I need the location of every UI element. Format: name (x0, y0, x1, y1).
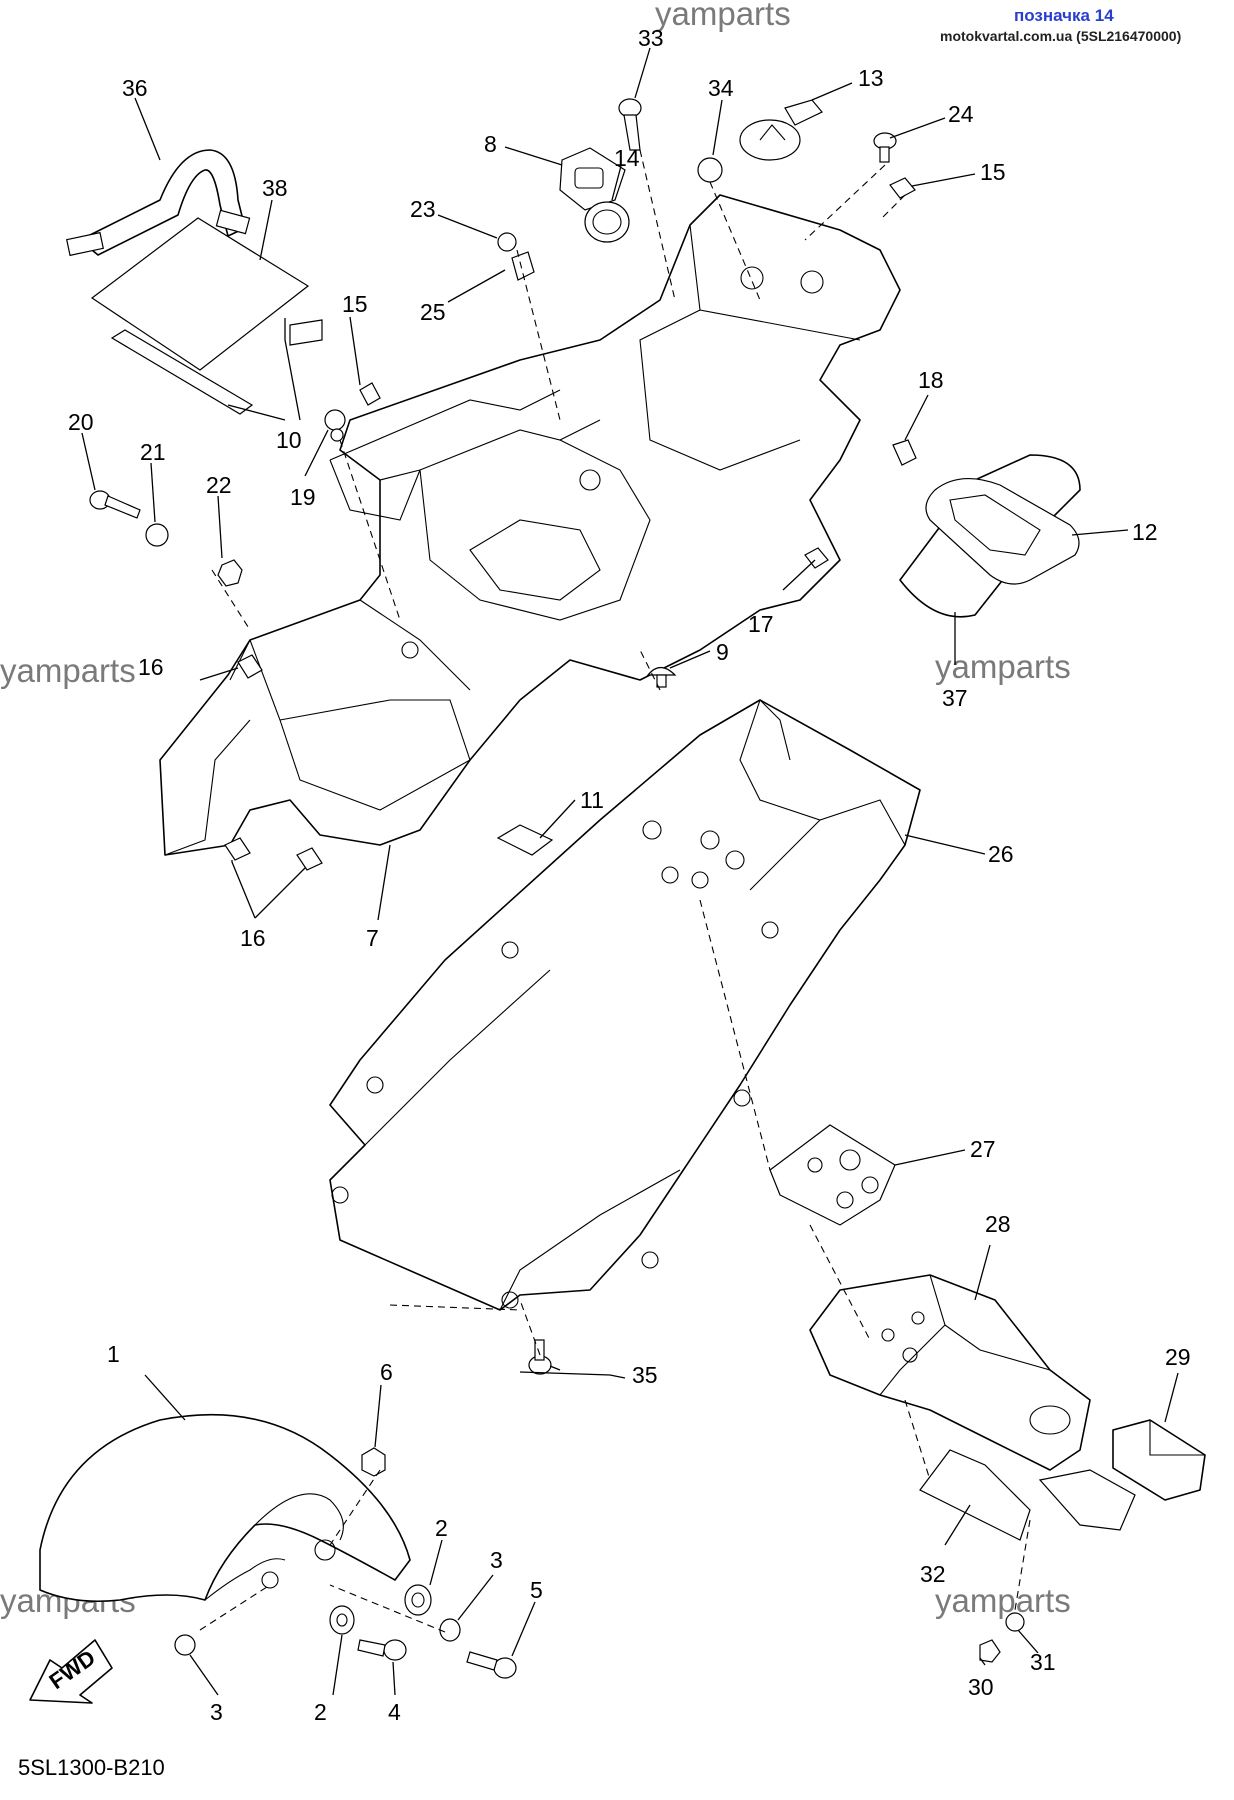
callout-19: 19 (290, 484, 316, 510)
leader-lines (81, 47, 1179, 1696)
fwd-arrow-icon: FWD (29, 1639, 113, 1704)
part-33-bolt (618, 98, 642, 151)
callout-17: 17 (748, 611, 774, 637)
header-source: motokvartal.com.ua (5SL216470000) (940, 28, 1181, 44)
part-24-bolt (873, 132, 897, 163)
callout-16-lower: 16 (240, 925, 266, 951)
part-20-bolt (89, 490, 141, 519)
part-19-clip (324, 409, 346, 442)
callout-5: 5 (530, 1577, 543, 1603)
part-16-nut-upper (237, 654, 263, 679)
callout-16-upper: 16 (138, 654, 164, 680)
part-7-rear-inner-fender (159, 194, 901, 856)
part-15-nut-mid (359, 382, 381, 406)
part-9-rivet (646, 666, 677, 688)
callout-2-right: 2 (435, 1515, 448, 1541)
watermark: yamparts (935, 1582, 1071, 1619)
callout-25: 25 (420, 299, 446, 325)
part-28-plate-bracket (809, 1274, 1091, 1471)
callout-23: 23 (410, 196, 436, 222)
part-23-screw (497, 232, 517, 252)
part-3-collar-a (439, 1618, 461, 1642)
callout-10: 10 (276, 427, 302, 453)
part-4-bolt (357, 1639, 407, 1661)
part-13-cap (739, 99, 823, 161)
part-34-nut (697, 157, 723, 183)
part-16-nut-lower-a (224, 837, 251, 861)
assembly-lines (199, 149, 1031, 1633)
watermark: yamparts (935, 648, 1071, 685)
part-11-pad (496, 824, 554, 856)
callout-31: 31 (1030, 1649, 1056, 1675)
callout-38: 38 (262, 175, 288, 201)
callout-32: 32 (920, 1561, 946, 1587)
callout-36: 36 (122, 75, 148, 101)
part-25-grommet (511, 251, 535, 281)
callout-35: 35 (632, 1362, 658, 1388)
part-2-grommet-a (404, 1584, 432, 1616)
callout-4: 4 (388, 1699, 401, 1725)
part-29-reflector (1112, 1419, 1206, 1501)
part-16-nut-lower-b (296, 847, 323, 871)
callout-11: 11 (580, 787, 604, 813)
callouts: 36 38 10 15 19 20 21 22 23 25 8 14 33 34… (68, 25, 1191, 1725)
callout-6: 6 (380, 1359, 393, 1385)
callout-20: 20 (68, 409, 94, 435)
callout-9: 9 (716, 639, 729, 665)
part-5-bolt (466, 1651, 517, 1679)
callout-13: 13 (858, 65, 884, 91)
callout-27: 27 (970, 1136, 996, 1162)
part-15-nut-top (889, 177, 916, 199)
part-26-rear-fender (329, 699, 921, 1311)
watermark: yamparts (655, 0, 791, 32)
callout-14: 14 (614, 145, 640, 171)
callout-1: 1 (107, 1341, 120, 1367)
part-6-nut (361, 1447, 386, 1477)
callout-2-left: 2 (314, 1699, 327, 1725)
callout-15-mid: 15 (342, 291, 368, 317)
part-14-o-ring (584, 201, 630, 243)
callout-3-right: 3 (490, 1547, 503, 1573)
callout-37: 37 (942, 685, 968, 711)
callout-28: 28 (985, 1211, 1011, 1237)
part-27-plate (769, 1124, 896, 1226)
part-36-strap (65, 149, 251, 257)
callout-8: 8 (484, 131, 497, 157)
callout-12: 12 (1132, 519, 1158, 545)
callout-15-top: 15 (980, 159, 1006, 185)
part-22-nut (217, 559, 243, 587)
callout-29: 29 (1165, 1344, 1191, 1370)
callout-7: 7 (366, 925, 379, 951)
callout-30: 30 (968, 1674, 994, 1700)
part-32-bracket-stay (919, 1449, 1136, 1541)
part-2-grommet-b (329, 1605, 355, 1635)
callout-26: 26 (988, 841, 1014, 867)
part-10-foam (110, 319, 323, 415)
part-38-sheet (90, 217, 310, 371)
callout-33: 33 (638, 25, 664, 51)
part-18-clip (892, 439, 917, 466)
callout-34: 34 (708, 75, 734, 101)
diagram-code: 5SL1300-B210 (18, 1755, 165, 1780)
part-31-washer (1005, 1612, 1025, 1632)
part-30-nut (979, 1639, 1001, 1663)
callout-21: 21 (140, 439, 166, 465)
part-1-front-fender (39, 1413, 411, 1603)
watermark: yamparts (0, 652, 136, 689)
callout-18: 18 (918, 367, 944, 393)
callout-24: 24 (948, 101, 974, 127)
part-35-screw (528, 1339, 552, 1375)
header-badge: позначка 14 (1014, 6, 1114, 25)
part-21-washer (145, 523, 169, 547)
part-12-seal (925, 477, 1080, 585)
part-8-clip (559, 147, 626, 211)
part-3-collar-b (174, 1634, 196, 1656)
callout-22: 22 (206, 472, 232, 498)
callout-3-left: 3 (210, 1699, 223, 1725)
